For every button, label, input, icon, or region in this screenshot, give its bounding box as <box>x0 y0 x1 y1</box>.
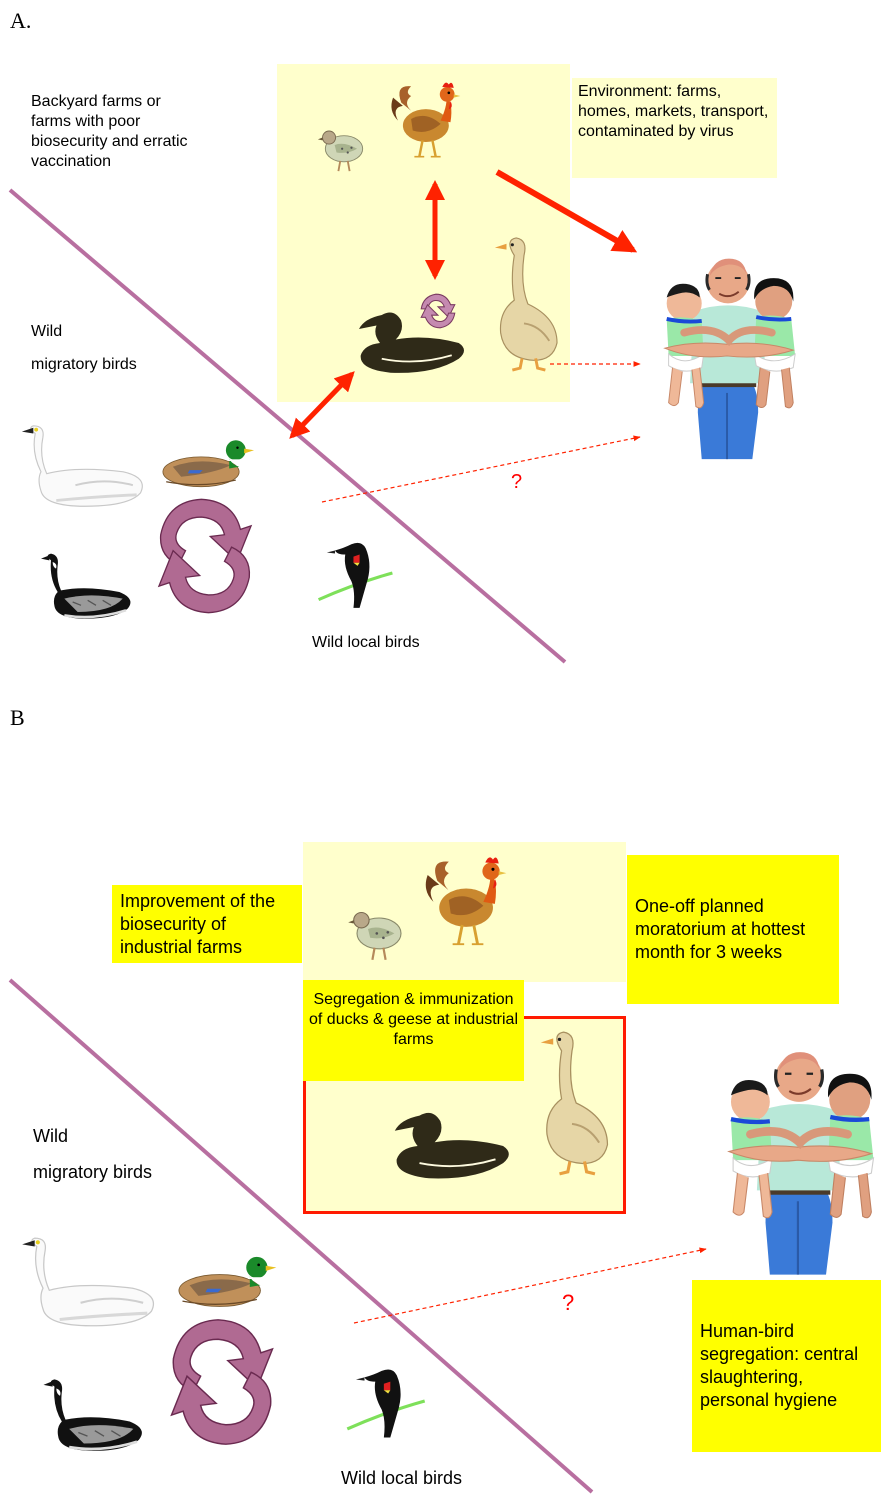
cycle-arrows-icon <box>171 1320 272 1444</box>
human-bird-segregation-label: Human-bird segregation: central slaughte… <box>692 1280 881 1452</box>
cycle-arrows-icon <box>421 294 455 328</box>
quail-icon <box>318 131 363 171</box>
panel-b-poultry-box <box>303 842 626 982</box>
wild-migratory-label-line2-b: migratory birds <box>33 1161 152 1184</box>
swan-icon <box>22 1238 153 1326</box>
segregation-label: Segregation & immunization of ducks & ge… <box>303 980 524 1081</box>
panel-a-graphics <box>0 0 882 680</box>
wild-domestic-arrow <box>292 374 352 436</box>
human-family-icon <box>729 1052 874 1274</box>
canada-goose-icon <box>44 1379 142 1451</box>
uncertain-transmission-mark-b: ? <box>562 1290 574 1316</box>
wild-local-birds-label-b: Wild local birds <box>341 1467 462 1490</box>
wild-migratory-label-line1-b: Wild <box>33 1125 68 1148</box>
swan-icon <box>22 426 142 506</box>
wild-to-human-arrow-b <box>354 1249 706 1323</box>
rooster-icon <box>391 83 460 157</box>
biosecurity-label: Improvement of the biosecurity of indust… <box>112 885 302 963</box>
blackbird-icon <box>347 1369 424 1437</box>
mallard-icon <box>179 1257 276 1307</box>
panel-b-label: B <box>10 705 25 731</box>
blackbird-icon <box>319 543 393 608</box>
mallard-icon <box>163 440 254 486</box>
cycle-arrows-icon <box>159 499 251 612</box>
human-family-icon <box>665 259 795 460</box>
wild-to-human-arrow <box>322 437 640 502</box>
canada-goose-icon <box>41 554 130 619</box>
moratorium-label: One-off planned moratorium at hottest mo… <box>627 855 839 1004</box>
goose-icon <box>495 238 557 370</box>
